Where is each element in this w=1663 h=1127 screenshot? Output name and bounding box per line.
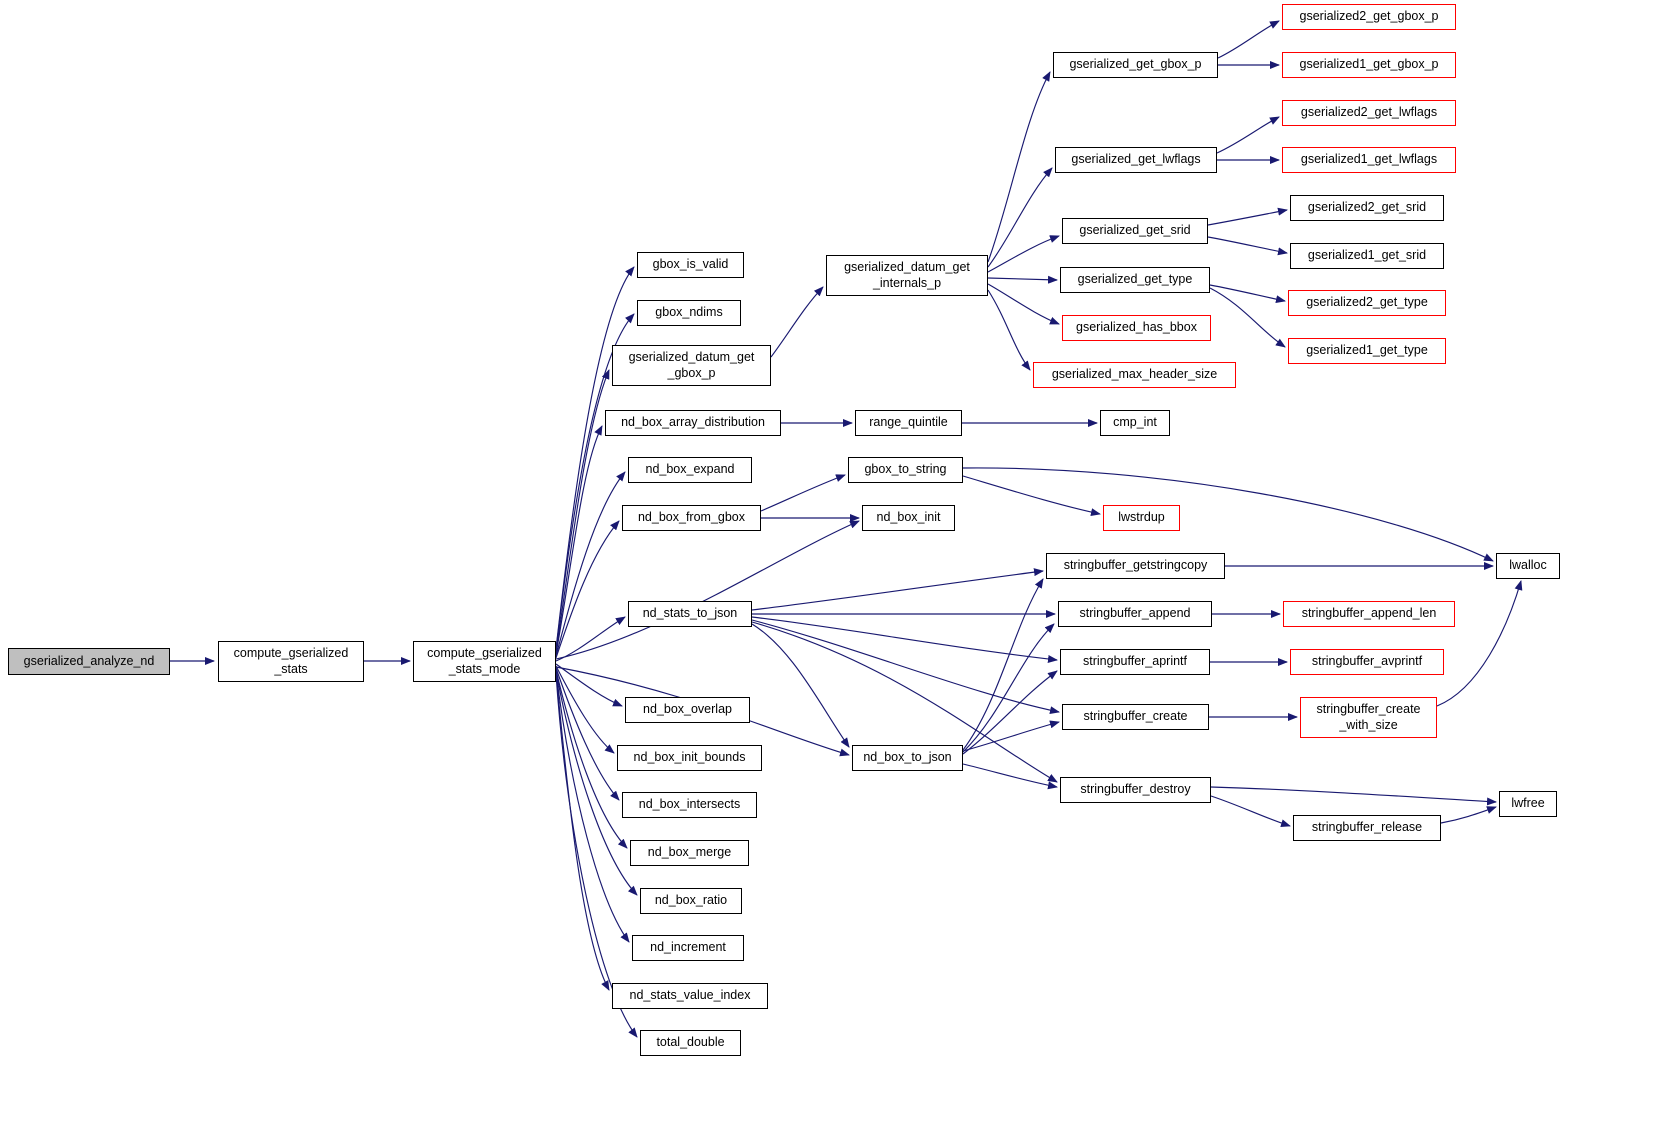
node-nd_box_expand[interactable]: nd_box_expand	[628, 457, 752, 483]
edge-compute_gserialized_stats_mode--nd_box_merge	[555, 669, 628, 849]
node-nd_stats_to_json[interactable]: nd_stats_to_json	[628, 601, 752, 627]
node-cmp_int[interactable]: cmp_int	[1100, 410, 1170, 436]
node-lwalloc[interactable]: lwalloc	[1496, 553, 1560, 579]
edge-gserialized_get_srid--gserialized1_get_srid	[1207, 236, 1288, 256]
node-gbox_is_valid[interactable]: gbox_is_valid	[637, 252, 744, 278]
edge-nd_stats_to_json--stringbuffer_destroy	[751, 621, 1058, 783]
node-stringbuffer_getstringcopy[interactable]: stringbuffer_getstringcopy	[1046, 553, 1225, 579]
node-lwfree[interactable]: lwfree	[1499, 791, 1557, 817]
node-gserialized1_get_srid[interactable]: gserialized1_get_srid	[1290, 243, 1444, 269]
edge-compute_gserialized_stats_mode--nd_increment	[555, 671, 630, 943]
edge-compute_gserialized_stats_mode--nd_box_init	[555, 520, 860, 660]
edge-nd_stats_to_json--nd_box_to_json	[751, 623, 850, 748]
node-nd_stats_value_index[interactable]: nd_stats_value_index	[612, 983, 768, 1009]
edge-nd_box_to_json--stringbuffer_aprintf	[962, 670, 1058, 755]
node-gserialized1_get_gbox_p[interactable]: gserialized1_get_gbox_p	[1282, 52, 1456, 78]
node-gserialized2_get_type[interactable]: gserialized2_get_type	[1288, 290, 1446, 316]
edge-gserialized_datum_get_internals_p--gserialized_has_bbox	[987, 283, 1060, 325]
node-gserialized1_get_type[interactable]: gserialized1_get_type	[1288, 338, 1446, 364]
node-gserialized_has_bbox[interactable]: gserialized_has_bbox	[1062, 315, 1211, 341]
node-nd_increment[interactable]: nd_increment	[632, 935, 744, 961]
node-gserialized_datum_get_internals_p[interactable]: gserialized_datum_get _internals_p	[826, 255, 988, 296]
edge-compute_gserialized_stats_mode--nd_box_array_distribution	[555, 425, 603, 655]
edge-nd_box_to_json--stringbuffer_getstringcopy	[962, 578, 1044, 751]
node-stringbuffer_create_with_size[interactable]: stringbuffer_create _with_size	[1300, 697, 1437, 738]
node-stringbuffer_aprintf[interactable]: stringbuffer_aprintf	[1060, 649, 1210, 675]
node-nd_box_overlap[interactable]: nd_box_overlap	[625, 697, 750, 723]
node-nd_box_merge[interactable]: nd_box_merge	[630, 840, 749, 866]
node-gserialized2_get_gbox_p[interactable]: gserialized2_get_gbox_p	[1282, 4, 1456, 30]
edge-nd_box_to_json--stringbuffer_create	[962, 720, 1060, 752]
edge-gserialized_get_srid--gserialized2_get_srid	[1207, 207, 1288, 226]
node-gserialized_datum_get_gbox_p[interactable]: gserialized_datum_get _gbox_p	[612, 345, 771, 386]
node-gserialized_analyze_nd: gserialized_analyze_nd	[8, 648, 170, 675]
edge-compute_gserialized_stats_mode--nd_box_overlap	[555, 663, 623, 707]
edge-gserialized_datum_get_gbox_p--gserialized_datum_get_internals_p	[770, 286, 824, 358]
edge-nd_stats_to_json--stringbuffer_aprintf	[751, 616, 1058, 663]
edge-nd_stats_to_json--stringbuffer_getstringcopy	[751, 568, 1044, 611]
node-stringbuffer_append[interactable]: stringbuffer_append	[1058, 601, 1212, 627]
edge-compute_gserialized_stats_mode--total_double	[555, 673, 638, 1038]
node-compute_gserialized_stats[interactable]: compute_gserialized _stats	[218, 641, 364, 682]
edge-compute_gserialized_stats_mode--nd_box_from_gbox	[555, 520, 620, 659]
edge-stringbuffer_destroy--stringbuffer_release	[1210, 795, 1291, 828]
edge-compute_gserialized_stats_mode--nd_box_intersects	[555, 667, 620, 801]
node-nd_box_init_bounds[interactable]: nd_box_init_bounds	[617, 745, 762, 771]
node-compute_gserialized_stats_mode[interactable]: compute_gserialized _stats_mode	[413, 641, 556, 682]
node-stringbuffer_append_len[interactable]: stringbuffer_append_len	[1283, 601, 1455, 627]
edge-gbox_to_string--lwalloc	[962, 467, 1494, 562]
node-nd_box_to_json[interactable]: nd_box_to_json	[852, 745, 963, 771]
edge-compute_gserialized_stats_mode--nd_stats_value_index	[555, 672, 610, 991]
node-nd_box_intersects[interactable]: nd_box_intersects	[622, 792, 757, 818]
edge-compute_gserialized_stats_mode--gserialized_datum_get_gbox_p	[555, 369, 610, 653]
edge-nd_stats_to_json--stringbuffer_create	[751, 619, 1060, 715]
node-gserialized2_get_srid[interactable]: gserialized2_get_srid	[1290, 195, 1444, 221]
edge-gserialized_get_lwflags--gserialized2_get_lwflags	[1216, 116, 1280, 154]
edge-stringbuffer_release--lwfree	[1440, 806, 1497, 824]
edge-compute_gserialized_stats_mode--nd_box_expand	[555, 471, 626, 657]
edge-nd_box_from_gbox--gbox_to_string	[760, 474, 846, 512]
edge-compute_gserialized_stats_mode--nd_box_ratio	[555, 670, 638, 896]
edge-gbox_to_string--lwstrdup	[962, 475, 1101, 517]
node-gserialized_get_lwflags[interactable]: gserialized_get_lwflags	[1055, 147, 1217, 173]
edge-compute_gserialized_stats_mode--nd_box_init_bounds	[555, 665, 615, 754]
edge-nd_box_to_json--stringbuffer_destroy	[962, 763, 1058, 790]
node-nd_box_from_gbox[interactable]: nd_box_from_gbox	[622, 505, 761, 531]
node-stringbuffer_create[interactable]: stringbuffer_create	[1062, 704, 1209, 730]
edge-gserialized_datum_get_internals_p--gserialized_get_srid	[987, 235, 1060, 273]
edge-gserialized_get_type--gserialized2_get_type	[1209, 284, 1286, 304]
node-gbox_ndims[interactable]: gbox_ndims	[637, 300, 741, 326]
node-lwstrdup[interactable]: lwstrdup	[1103, 505, 1180, 531]
node-gserialized_get_srid[interactable]: gserialized_get_srid	[1062, 218, 1208, 244]
edge-compute_gserialized_stats_mode--gbox_is_valid	[555, 266, 635, 650]
edge-gserialized_get_type--gserialized1_get_type	[1209, 287, 1286, 348]
node-gserialized1_get_lwflags[interactable]: gserialized1_get_lwflags	[1282, 147, 1456, 173]
edge-gserialized_datum_get_internals_p--gserialized_get_type	[987, 275, 1058, 284]
node-gserialized_get_gbox_p[interactable]: gserialized_get_gbox_p	[1053, 52, 1218, 78]
node-stringbuffer_release[interactable]: stringbuffer_release	[1293, 815, 1441, 841]
edge-stringbuffer_create_with_size--lwalloc	[1436, 580, 1523, 707]
edge-nd_box_to_json--stringbuffer_append	[962, 623, 1055, 753]
edge-gserialized_get_gbox_p--gserialized2_get_gbox_p	[1217, 20, 1280, 59]
node-nd_box_array_distribution[interactable]: nd_box_array_distribution	[605, 410, 781, 436]
edge-compute_gserialized_stats_mode--nd_stats_to_json	[555, 616, 626, 662]
node-nd_box_ratio[interactable]: nd_box_ratio	[640, 888, 742, 914]
node-gserialized_get_type[interactable]: gserialized_get_type	[1060, 267, 1210, 293]
node-stringbuffer_avprintf[interactable]: stringbuffer_avprintf	[1290, 649, 1444, 675]
edge-gserialized_datum_get_internals_p--gserialized_get_lwflags	[987, 167, 1053, 268]
node-stringbuffer_destroy[interactable]: stringbuffer_destroy	[1060, 777, 1211, 803]
node-gserialized_max_header_size[interactable]: gserialized_max_header_size	[1033, 362, 1236, 388]
node-gserialized2_get_lwflags[interactable]: gserialized2_get_lwflags	[1282, 100, 1456, 126]
node-gbox_to_string[interactable]: gbox_to_string	[848, 457, 963, 483]
node-total_double[interactable]: total_double	[640, 1030, 741, 1056]
edge-stringbuffer_destroy--lwfree	[1210, 786, 1497, 806]
edge-gserialized_datum_get_internals_p--gserialized_get_gbox_p	[987, 71, 1051, 263]
edge-gserialized_datum_get_internals_p--gserialized_max_header_size	[987, 289, 1031, 371]
node-nd_box_init[interactable]: nd_box_init	[862, 505, 955, 531]
node-range_quintile[interactable]: range_quintile	[855, 410, 962, 436]
edge-compute_gserialized_stats_mode--gbox_ndims	[555, 313, 635, 651]
